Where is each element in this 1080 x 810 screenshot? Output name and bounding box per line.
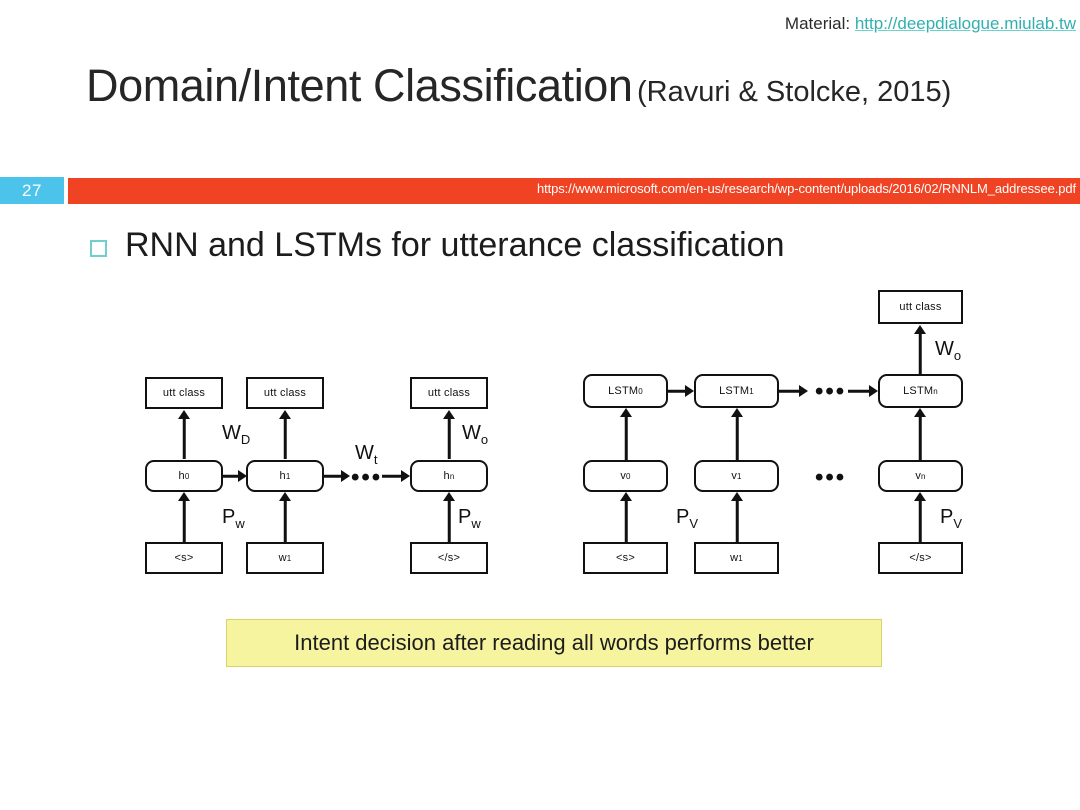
page-number-badge: 27 [0, 177, 64, 204]
callout-box: Intent decision after reading all words … [226, 619, 882, 667]
arrowhead-icon [914, 408, 926, 417]
lstm-arrow-recurrent-0 [668, 383, 694, 399]
rnn-output-node-0: utt class [145, 377, 223, 409]
title-citation-text: (Ravuri & Stolcke, 2015) [637, 76, 952, 108]
lstm-ellipsis-cells: ••• [815, 378, 847, 405]
rnn-label-Pw-mid: Pw [222, 506, 245, 531]
arrowhead-icon [731, 408, 743, 417]
source-bar [68, 178, 1080, 204]
lstm-arrow-cell-to-output [914, 325, 926, 375]
material-label: Material: [784, 14, 851, 33]
lstm-arrow-input-to-embed-1 [731, 492, 743, 542]
lstm-embed-sub-2: n [921, 471, 926, 481]
arrowhead-icon [443, 410, 455, 419]
bullet-label: RNN and LSTMs for utterance classificati… [125, 226, 785, 264]
rnn-hidden-sub-1: 1 [285, 471, 291, 481]
rnn-arrow-input-to-hidden-1 [279, 492, 291, 542]
arrowhead-icon [401, 470, 410, 482]
arrowhead-icon [620, 492, 632, 501]
rnn-ellipsis: ••• [351, 464, 383, 491]
rnn-output-node-1: utt class [246, 377, 324, 409]
arrowhead-icon [178, 410, 190, 419]
rnn-arrow-recurrent-1 [324, 468, 350, 484]
rnn-arrow-input-to-hidden-2 [443, 492, 455, 542]
rnn-label-Pw-right: Pw [458, 506, 481, 531]
lstm-arrow-recurrent-2 [848, 383, 878, 399]
rnn-input-sub-1: 1 [286, 553, 292, 563]
lstm-cell-sub-1: 1 [749, 386, 754, 396]
lstm-label-PV-right: PV [940, 506, 963, 531]
lstm-label-PV-mid: PV [676, 506, 699, 531]
lstm-arrow-recurrent-1 [779, 383, 808, 399]
lstm-arrow-input-to-embed-0 [620, 492, 632, 542]
rnn-input-node-2: </s> [410, 542, 488, 574]
rnn-label-Wt: Wt [355, 442, 378, 467]
arrowhead-icon [341, 470, 350, 482]
lstm-output-node-0: utt class [878, 290, 963, 324]
arrowhead-icon [238, 470, 247, 482]
rnn-arrow-hidden-to-output-1 [279, 410, 291, 459]
rnn-arrow-recurrent-2 [382, 468, 410, 484]
page-title: Domain/Intent Classification (Ravuri & S… [86, 60, 1046, 111]
arrowhead-icon [279, 492, 291, 501]
arrowhead-icon [443, 492, 455, 501]
rnn-arrow-input-to-hidden-0 [178, 492, 190, 542]
arrowhead-icon [731, 492, 743, 501]
rnn-input-node-0: <s> [145, 542, 223, 574]
arrowhead-icon [279, 410, 291, 419]
material-link[interactable]: http://deepdialogue.miulab.tw [854, 14, 1076, 33]
lstm-cell-sub-2: n [933, 386, 938, 396]
source-url-text: https://www.microsoft.com/en-us/research… [536, 181, 1076, 196]
lstm-embed-sub-1: 1 [737, 471, 742, 481]
arrowhead-icon [685, 385, 694, 397]
rnn-hidden-sub-0: 0 [184, 471, 190, 481]
square-bullet-icon [90, 240, 107, 257]
lstm-arrow-input-to-embed-2 [914, 492, 926, 542]
arrowhead-icon [799, 385, 808, 397]
lstm-cell-sub-0: 0 [638, 386, 643, 396]
rnn-output-node-2: utt class [410, 377, 488, 409]
lstm-embed-sub-0: 0 [626, 471, 631, 481]
arrowhead-icon [178, 492, 190, 501]
lstm-input-node-2: </s> [878, 542, 963, 574]
rnn-hidden-sub-2: n [449, 471, 455, 481]
lstm-label-Wo: Wo [935, 338, 962, 363]
lstm-input-node-0: <s> [583, 542, 668, 574]
lstm-arrow-embed-to-cell-1 [731, 408, 743, 460]
arrowhead-icon [869, 385, 878, 397]
arrowhead-icon [620, 408, 632, 417]
arrowhead-icon [914, 492, 926, 501]
rnn-arrow-hidden-to-output-2 [443, 410, 455, 459]
lstm-ellipsis-embeds: ••• [815, 464, 847, 491]
rnn-label-Wo: Wo [462, 422, 489, 447]
rnn-label-WD: WD [222, 422, 251, 447]
rnn-arrow-recurrent-0 [223, 468, 247, 484]
material-line: Material: http://deepdialogue.miulab.tw [785, 14, 1076, 34]
arrowhead-icon [914, 325, 926, 334]
title-main-text: Domain/Intent Classification [86, 60, 633, 111]
lstm-input-sub-1: 1 [738, 553, 743, 563]
lstm-arrow-embed-to-cell-2 [914, 408, 926, 460]
lstm-arrow-embed-to-cell-0 [620, 408, 632, 460]
bullet-item: RNN and LSTMs for utterance classificati… [90, 226, 784, 265]
rnn-arrow-hidden-to-output-0 [178, 410, 190, 459]
